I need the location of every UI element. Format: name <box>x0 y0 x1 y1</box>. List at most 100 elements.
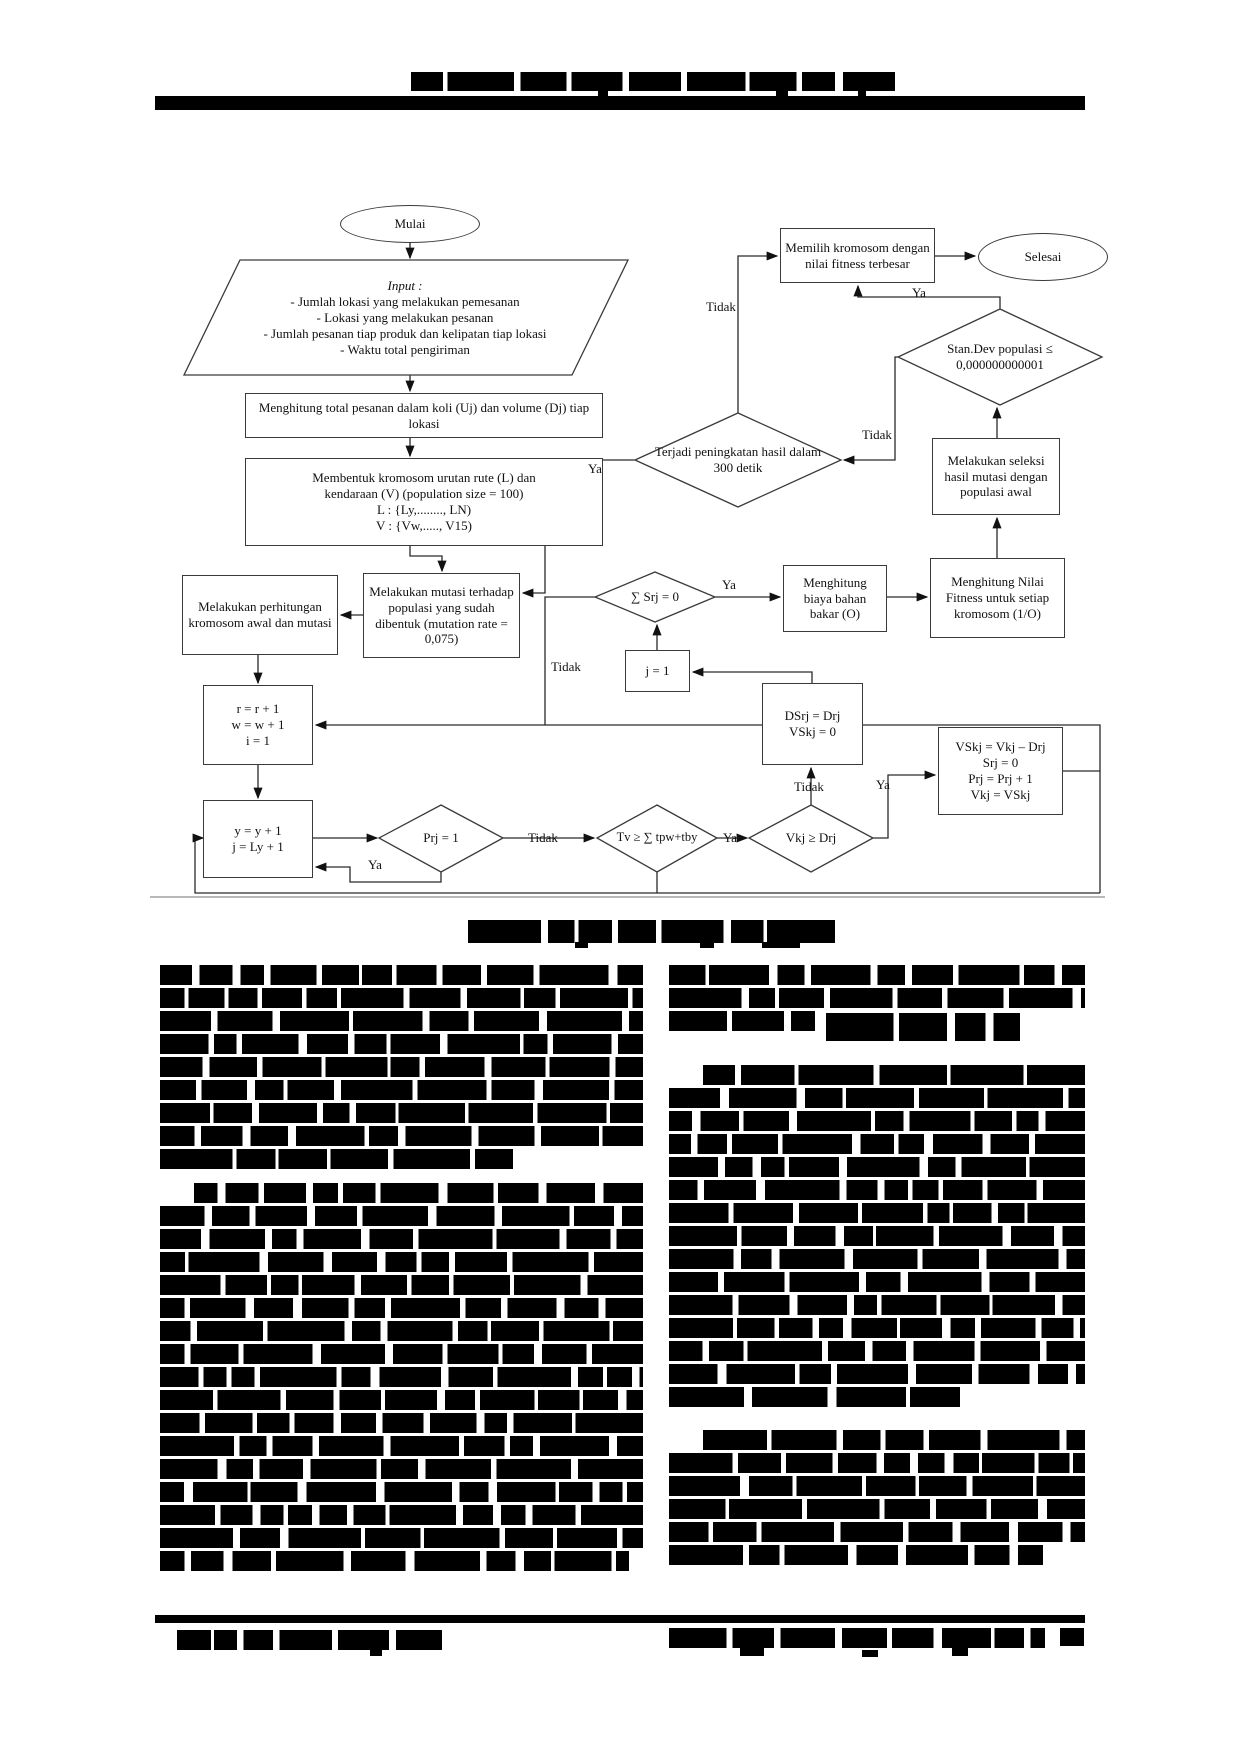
node-sumsrj-label: ∑ Srj = 0 <box>630 589 680 605</box>
redacted-text-line <box>160 1436 643 1456</box>
node-input: Input : - Jumlah lokasi yang melakukan p… <box>215 263 595 373</box>
tv-diamond <box>595 804 719 873</box>
redacted-text-line <box>669 1476 1085 1496</box>
footer-rule-redacted <box>155 1615 1085 1623</box>
node-mutasi-label: Melakukan mutasi terhadap populasi yang … <box>369 583 514 647</box>
node-mulai-label: Mulai <box>394 216 426 231</box>
node-selesai-label: Selesai <box>1024 249 1062 264</box>
bentuk-line: Membentuk kromosom urutan rute (L) dan <box>312 470 536 486</box>
node-perhitungan: Melakukan perhitungan kromosom awal dan … <box>182 575 338 655</box>
redacted-text-line <box>669 1088 1085 1108</box>
input-line: - Waktu total pengiriman <box>340 341 470 357</box>
node-r-counter: r = r + 1 w = w + 1 i = 1 <box>203 685 313 765</box>
input-line: - Jumlah lokasi yang melakukan pemesanan <box>290 294 520 310</box>
redacted-text-line <box>669 1272 1085 1292</box>
node-perhitungan-label: Melakukan perhitungan kromosom awal dan … <box>188 599 332 630</box>
redacted-text-line <box>160 1367 643 1387</box>
node-biaya: Menghitung biaya bahan bakar (O) <box>783 565 887 632</box>
redacted-text-line <box>160 1459 643 1479</box>
edge-label-ya-tv-vkj: Ya <box>723 830 737 845</box>
redacted-caption-descender <box>700 942 714 948</box>
redacted-text-line <box>160 1275 643 1295</box>
stdev-line: Stan.Dev populasi ≤ <box>947 341 1053 357</box>
redacted-text-line <box>669 1522 1085 1542</box>
redacted-text-line <box>160 1482 643 1502</box>
node-mulai: Mulai <box>340 205 480 243</box>
input-line: Input : <box>387 278 423 294</box>
redacted-text-line <box>669 1157 1085 1177</box>
r-counter-line: r = r + 1 <box>236 701 280 717</box>
node-terjadi-label: Terjadi peningkatan hasil dalam 300 deti… <box>654 444 822 475</box>
edge-label-tidak-prj-tv: Tidak <box>528 830 558 845</box>
redacted-text-line <box>160 1103 643 1123</box>
redacted-text-line <box>160 1011 643 1031</box>
redacted-text-line <box>160 1034 643 1054</box>
vkj-diamond <box>747 804 875 873</box>
redacted-text-line <box>160 1298 643 1318</box>
edge-label-tidak-terjadi-memilih: Tidak <box>706 299 736 314</box>
node-hitung-total-label: Menghitung total pesanan dalam koli (Uj)… <box>258 399 590 431</box>
redacted-footer-right-descender <box>952 1648 968 1656</box>
redacted-text-line <box>703 1430 1085 1450</box>
redacted-text-line <box>160 988 643 1008</box>
redacted-text-line <box>669 1453 1085 1473</box>
redacted-figure-caption <box>468 920 835 943</box>
redacted-text-line <box>160 1344 643 1364</box>
edge-label-ya-prj-ybox: Ya <box>368 857 382 872</box>
redacted-text-line <box>160 1413 643 1433</box>
redacted-text-line <box>669 1180 1085 1200</box>
node-biaya-label: Menghitung biaya bahan bakar (O) <box>803 574 867 622</box>
redacted-text-line <box>669 1364 1085 1384</box>
redacted-text-line <box>669 965 1085 985</box>
node-tv: Tv ≥ ∑ tpw+tby <box>599 820 715 856</box>
redacted-text-line <box>160 1252 643 1272</box>
node-bentuk: Membentuk kromosom urutan rute (L) dan k… <box>245 458 603 546</box>
node-prj-label: Prj = 1 <box>423 830 459 846</box>
header-rule-redacted <box>155 96 1085 110</box>
edge-label-ya-stdev-memilih: Ya <box>912 285 926 300</box>
node-dsrj: DSrj = Drj VSkj = 0 <box>762 683 863 765</box>
redacted-title-descender <box>598 90 608 96</box>
redacted-text-line <box>669 1111 1085 1131</box>
redacted-footer-left-descender <box>370 1650 382 1656</box>
flowchart-figure: Mulai Selesai Input : - Jumlah lokasi ya… <box>150 205 1108 898</box>
redacted-text-line <box>160 1551 629 1571</box>
redacted-text-line <box>669 1499 1085 1519</box>
redacted-text-line <box>669 1226 1085 1246</box>
node-mutasi: Melakukan mutasi terhadap populasi yang … <box>363 573 520 658</box>
bentuk-line: kendaraan (V) (population size = 100) <box>324 486 524 502</box>
redacted-text-line <box>160 1528 643 1548</box>
r-counter-line: i = 1 <box>246 732 270 748</box>
redacted-title-descender <box>776 90 788 96</box>
redacted-text-line <box>669 988 1085 1008</box>
vskj-line: VSkj = Vkj – Drj <box>955 739 1046 755</box>
node-j1: j = 1 <box>625 650 690 692</box>
footer-page-number-redacted <box>1060 1628 1084 1646</box>
dsrj-line: VSkj = 0 <box>788 724 837 739</box>
redacted-text-line <box>160 1057 643 1077</box>
node-memilih: Memilih kromosom dengan nilai fitness te… <box>780 228 935 283</box>
bentuk-line: V : {Vw,....., V15) <box>376 517 472 533</box>
edge-label-tidak-vkj-dsrj: Tidak <box>794 779 824 794</box>
edge-label-tidak-sumsrj: Tidak <box>551 659 581 674</box>
vskj-line: Prj = Prj + 1 <box>968 771 1033 786</box>
node-seleksi-label: Melakukan seleksi hasil mutasi dengan po… <box>944 452 1048 500</box>
redacted-text-line <box>160 1149 513 1169</box>
redacted-text-line <box>160 1505 643 1525</box>
node-fitness-label: Menghitung Nilai Fitness untuk setiap kr… <box>945 574 1050 621</box>
redacted-title-bar <box>411 72 895 91</box>
edge-label-ya-vkj-vskj: Ya <box>876 777 890 792</box>
dsrj-line: DSrj = Drj <box>784 708 841 724</box>
redacted-text-line <box>669 1249 1085 1269</box>
y-counter-line: j = Ly + 1 <box>232 839 284 854</box>
redacted-text-line <box>669 1387 960 1407</box>
redacted-inline-equation <box>826 1013 1020 1041</box>
node-stdev: Stan.Dev populasi ≤ 0,000000000001 <box>920 326 1080 388</box>
redacted-caption-descender <box>575 942 588 948</box>
terjadi-diamond <box>633 412 843 508</box>
redacted-text-line <box>669 1318 1085 1338</box>
bentuk-line: L : {Ly,........, LN) <box>376 502 472 517</box>
r-counter-line: w = w + 1 <box>231 717 285 733</box>
node-hitung-total: Menghitung total pesanan dalam koli (Uj)… <box>245 393 603 438</box>
